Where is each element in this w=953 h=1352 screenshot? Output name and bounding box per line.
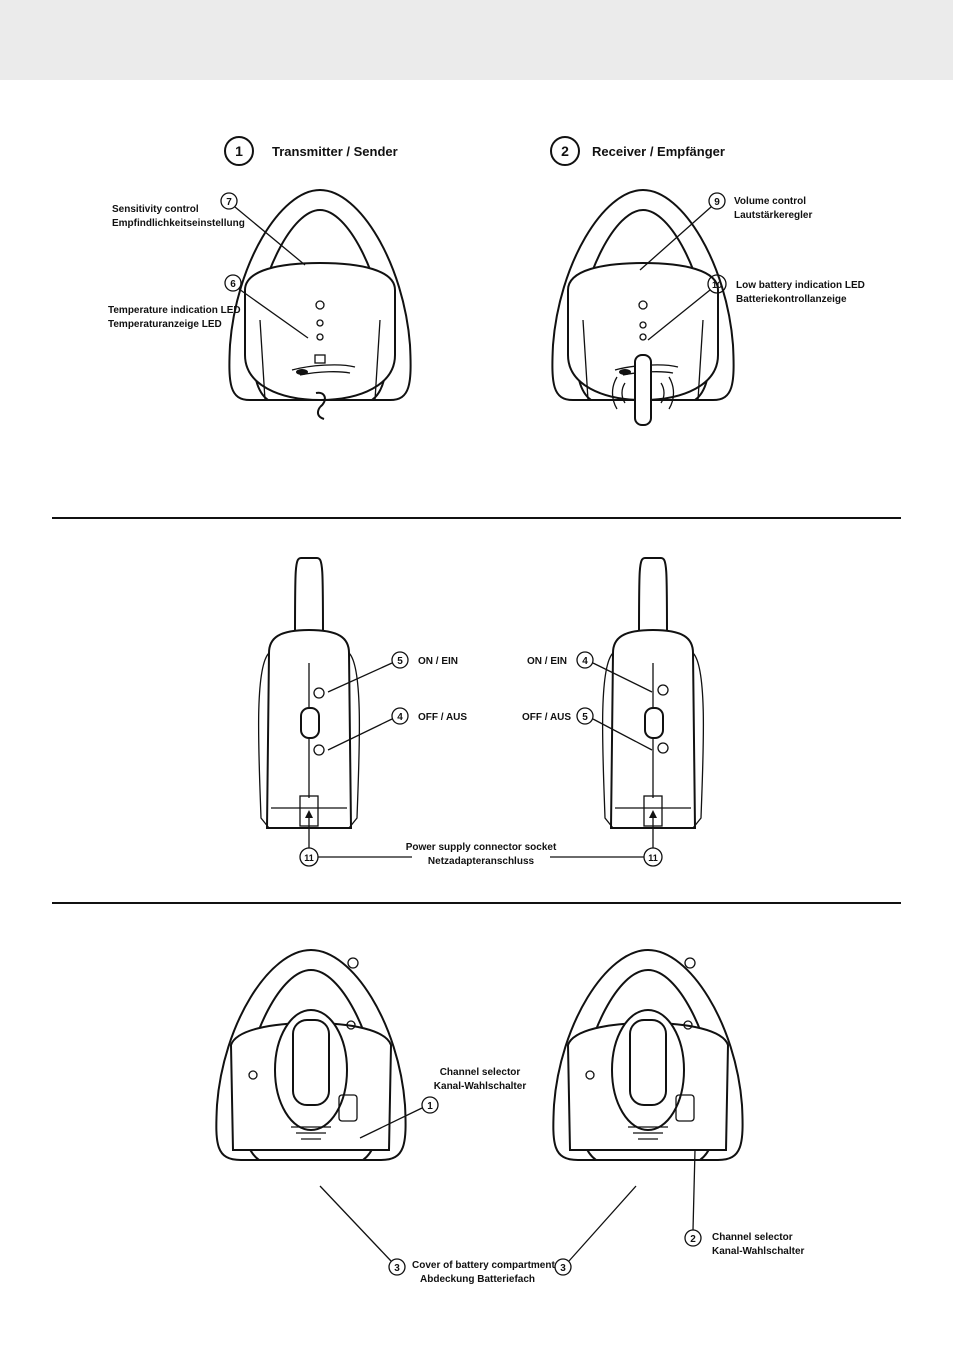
temperature-led-label: Temperature indication LED <box>108 305 241 316</box>
left-off-marker <box>391 707 409 725</box>
transmitter-front-unit <box>228 189 412 420</box>
callout-6-marker <box>224 274 242 292</box>
left-battery-cover-marker <box>388 1258 406 1276</box>
left-side-unit <box>257 557 361 829</box>
right-back-unit <box>552 949 744 1161</box>
low-battery-led-label: Low battery indication LED <box>736 280 865 291</box>
left-channel-selector-label: Channel selector <box>440 1067 521 1078</box>
callout-10-number: 10 <box>712 280 722 290</box>
low-battery-led-label-de: Batteriekontrollanzeige <box>736 294 847 305</box>
battery-cover-label-de: Abdeckung Batteriefach <box>420 1274 535 1285</box>
right-channel-selector-label-de: Kanal-Wahlschalter <box>712 1246 805 1257</box>
right-off-label: OFF / AUS <box>522 712 571 723</box>
volume-control-label-de: Lautstärkeregler <box>734 210 812 221</box>
power-socket-right-number: 11 <box>648 853 658 863</box>
power-socket-label-de: Netzadapteranschluss <box>428 856 535 867</box>
callout-6-number: 6 <box>230 279 236 290</box>
left-battery-cover-number: 3 <box>394 1263 400 1274</box>
callout-9-number: 9 <box>714 197 720 208</box>
left-channel-selector-marker <box>421 1096 439 1114</box>
front-view-section: 1 Transmitter / Sender 2 Receiver / Empf… <box>108 136 865 426</box>
receiver-badge-number: 2 <box>561 143 569 159</box>
right-on-number: 4 <box>582 656 588 667</box>
right-battery-cover-marker <box>554 1258 572 1276</box>
receiver-title: Receiver / Empfänger <box>592 144 725 159</box>
battery-cover-label: Cover of battery compartment <box>412 1260 555 1271</box>
sensitivity-control-label: Sensitivity control <box>112 204 199 215</box>
side-view-section: 5 ON / EIN 4 OFF / AUS 4 ON / EIN 5 OFF … <box>257 557 705 867</box>
right-on-marker <box>576 651 594 669</box>
transmitter-title: Transmitter / Sender <box>272 144 398 159</box>
right-side-unit <box>601 557 705 829</box>
right-battery-cover-number: 3 <box>560 1263 566 1274</box>
callout-7-marker <box>220 192 238 210</box>
back-view-section: 1 Channel selector Kanal-Wahlschalter 3 … <box>215 949 805 1285</box>
left-channel-selector-label-de: Kanal-Wahlschalter <box>434 1081 527 1092</box>
right-on-label: ON / EIN <box>527 656 567 667</box>
callout-7-number: 7 <box>226 197 232 208</box>
right-off-marker <box>576 707 594 725</box>
left-on-label: ON / EIN <box>418 656 458 667</box>
volume-control-label: Volume control <box>734 196 806 207</box>
left-back-unit <box>215 949 407 1161</box>
left-on-marker <box>391 651 409 669</box>
right-channel-selector-label: Channel selector <box>712 1232 793 1243</box>
callout-10-marker <box>707 274 727 294</box>
sensitivity-control-label-de: Empfindlichkeitseinstellung <box>112 218 245 229</box>
left-off-label: OFF / AUS <box>418 712 467 723</box>
transmitter-badge-number: 1 <box>235 143 243 159</box>
power-socket-left-number: 11 <box>304 853 314 863</box>
transmitter-badge <box>224 136 254 166</box>
callout-9-marker <box>708 192 726 210</box>
temperature-led-label-de: Temperaturanzeige LED <box>108 319 222 330</box>
receiver-badge <box>550 136 580 166</box>
header-band <box>0 0 953 80</box>
receiver-front-unit <box>551 189 735 426</box>
right-channel-selector-number: 2 <box>690 1234 696 1245</box>
left-channel-selector-number: 1 <box>427 1101 433 1112</box>
left-off-number: 4 <box>397 712 403 723</box>
right-off-number: 5 <box>582 712 588 723</box>
left-on-number: 5 <box>397 656 403 667</box>
power-socket-label: Power supply connector socket <box>406 842 557 853</box>
